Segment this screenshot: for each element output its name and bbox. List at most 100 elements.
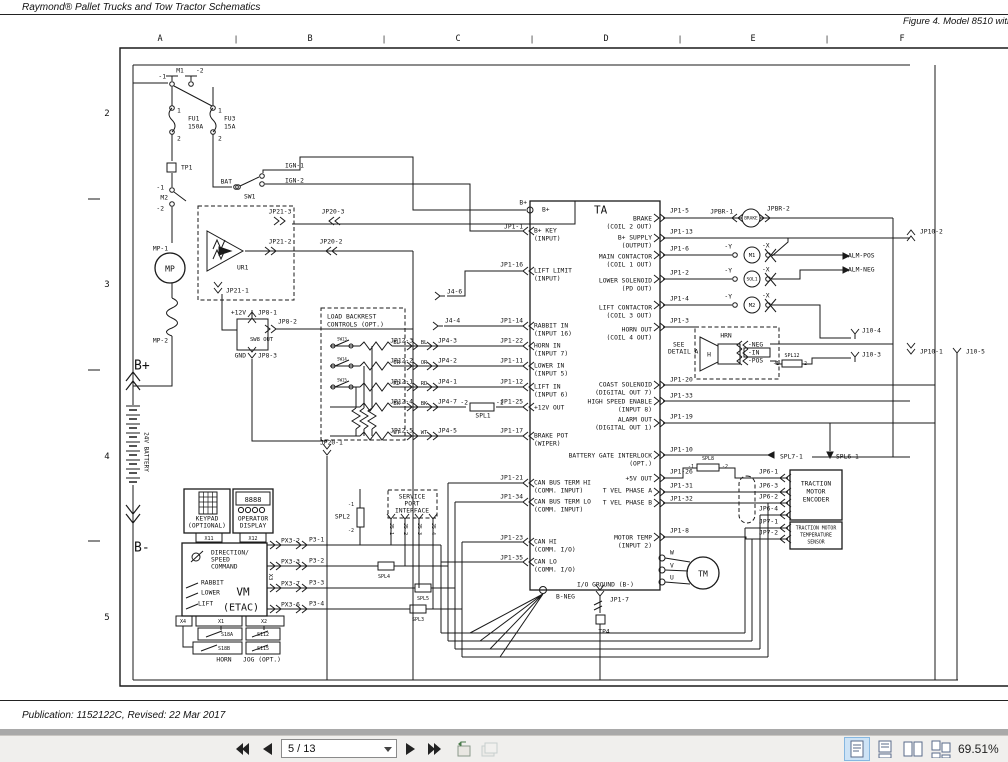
continuous-view-button[interactable] bbox=[873, 738, 897, 760]
svg-text:(COIL 4 OUT): (COIL 4 OUT) bbox=[607, 335, 653, 342]
svg-text:TP4: TP4 bbox=[598, 629, 610, 636]
last-page-button[interactable] bbox=[424, 739, 446, 759]
first-page-button[interactable] bbox=[231, 739, 253, 759]
svg-text:CAN BUS TERM LO: CAN BUS TERM LO bbox=[534, 499, 591, 506]
header-rule bbox=[0, 14, 1008, 15]
svg-text:X1: X1 bbox=[218, 619, 224, 625]
svg-text:(INPUT 5): (INPUT 5) bbox=[534, 371, 568, 378]
svg-text:JP12-5: JP12-5 bbox=[390, 428, 413, 435]
tp4-testpoint bbox=[595, 614, 606, 625]
svg-text:SW8 OUT: SW8 OUT bbox=[250, 337, 274, 343]
previous-view-button[interactable] bbox=[452, 739, 474, 759]
svg-text:JP1-8: JP1-8 bbox=[670, 528, 689, 535]
svg-text:HIGH SPEED ENABLE: HIGH SPEED ENABLE bbox=[588, 399, 653, 406]
page-number-combobox[interactable]: 5 / 13 bbox=[281, 739, 397, 758]
svg-text:M2: M2 bbox=[160, 195, 168, 202]
svg-text:JPBR-1: JPBR-1 bbox=[710, 209, 733, 216]
ta-controller-box bbox=[529, 200, 661, 591]
cable-shield bbox=[738, 475, 756, 524]
continuous-facing-view-button[interactable] bbox=[929, 738, 953, 760]
svg-text:A: A bbox=[157, 34, 162, 44]
svg-text:1: 1 bbox=[218, 108, 222, 115]
svg-text:JP1-16: JP1-16 bbox=[500, 262, 523, 269]
svg-text:PX3-6: PX3-6 bbox=[281, 602, 300, 609]
svg-text:CAN BUS TERM HI: CAN BUS TERM HI bbox=[534, 480, 591, 487]
svg-text:(COMM. I/O): (COMM. I/O) bbox=[534, 547, 576, 554]
svg-text:I/O GROUND (B-): I/O GROUND (B-) bbox=[577, 582, 634, 589]
svg-text:PX3-7: PX3-7 bbox=[281, 581, 300, 588]
svg-text:SW13: SW13 bbox=[337, 337, 347, 342]
single-page-view-button[interactable] bbox=[844, 737, 870, 761]
svg-text:JP20-2: JP20-2 bbox=[320, 239, 343, 246]
svg-text:2: 2 bbox=[804, 361, 807, 367]
svg-text:OR: OR bbox=[393, 360, 400, 366]
svg-text:IGN-2: IGN-2 bbox=[285, 178, 304, 185]
svg-text:J4-4: J4-4 bbox=[445, 318, 460, 325]
svg-text:8888: 8888 bbox=[245, 496, 262, 504]
svg-text:2: 2 bbox=[177, 136, 181, 143]
zoom-level: 69.51% bbox=[958, 742, 999, 756]
svg-text:S18B: S18B bbox=[218, 646, 230, 652]
svg-text:SERVICE: SERVICE bbox=[399, 494, 426, 501]
svg-text:2: 2 bbox=[218, 136, 222, 143]
svg-text:LIFT CONTACTOR: LIFT CONTACTOR bbox=[599, 305, 652, 312]
service-port-dashed-box bbox=[387, 489, 438, 519]
svg-text:X12: X12 bbox=[248, 536, 257, 542]
svg-text:B+ KEY: B+ KEY bbox=[534, 228, 557, 235]
svg-text:ALM-POS: ALM-POS bbox=[848, 253, 875, 260]
svg-text:|: | bbox=[530, 35, 535, 44]
next-view-button[interactable] bbox=[478, 739, 500, 759]
svg-text:(DIGITAL OUT 7): (DIGITAL OUT 7) bbox=[595, 390, 652, 397]
svg-text:JP1-21: JP1-21 bbox=[500, 475, 523, 482]
svg-text:TEMPERATURE: TEMPERATURE bbox=[800, 533, 832, 539]
svg-text:+12V OUT: +12V OUT bbox=[534, 405, 565, 412]
svg-text:JP1-34: JP1-34 bbox=[500, 494, 523, 501]
next-page-button[interactable] bbox=[400, 739, 422, 759]
horn-speaker bbox=[699, 336, 719, 372]
svg-text:SPEED: SPEED bbox=[211, 557, 230, 564]
svg-text:SPL1: SPL1 bbox=[475, 413, 490, 420]
svg-text:PX3-2: PX3-2 bbox=[281, 538, 300, 545]
svg-text:LOWER IN: LOWER IN bbox=[534, 363, 565, 370]
svg-text:MOTOR TEMP: MOTOR TEMP bbox=[614, 535, 652, 542]
svg-text:X3: X3 bbox=[267, 574, 273, 581]
svg-text:ENCODER: ENCODER bbox=[803, 497, 830, 504]
svg-text:P3-3: P3-3 bbox=[309, 580, 324, 587]
svg-text:JP1-31: JP1-31 bbox=[670, 483, 693, 490]
previous-page-button[interactable] bbox=[256, 739, 278, 759]
svg-text:IGN-1: IGN-1 bbox=[285, 163, 304, 170]
svg-text:HORN: HORN bbox=[216, 657, 231, 664]
svg-text:JP10-2: JP10-2 bbox=[920, 229, 943, 236]
svg-text:JP1-6: JP1-6 bbox=[670, 246, 689, 253]
svg-text:JP1-7: JP1-7 bbox=[610, 597, 629, 604]
svg-text:JP1-10: JP1-10 bbox=[670, 447, 693, 454]
svg-text:(INPUT 8): (INPUT 8) bbox=[618, 407, 652, 414]
svg-text:|: | bbox=[234, 35, 239, 44]
svg-text:JP4-1: JP4-1 bbox=[438, 379, 457, 386]
svg-text:CAN HI: CAN HI bbox=[534, 539, 557, 546]
svg-text:RD: RD bbox=[421, 381, 428, 387]
svg-text:TM: TM bbox=[698, 570, 708, 579]
svg-text:-1: -1 bbox=[496, 400, 504, 407]
svg-text:-1: -1 bbox=[348, 502, 354, 508]
svg-text:X4: X4 bbox=[180, 619, 186, 625]
svg-text:JOG (OPT.): JOG (OPT.) bbox=[243, 657, 281, 664]
svg-text:MP: MP bbox=[165, 265, 175, 274]
svg-text:1: 1 bbox=[177, 108, 181, 115]
svg-text:MOTOR: MOTOR bbox=[807, 489, 826, 496]
svg-text:LOAD BACKREST: LOAD BACKREST bbox=[327, 314, 376, 321]
svg-text:(INPUT): (INPUT) bbox=[534, 276, 561, 283]
svg-text:|: | bbox=[678, 35, 683, 44]
svg-text:JP4-2: JP4-2 bbox=[438, 358, 457, 365]
svg-text:2: 2 bbox=[104, 109, 109, 119]
svg-text:W: W bbox=[670, 550, 674, 557]
svg-text:M1: M1 bbox=[749, 253, 756, 259]
svg-text:(DIGITAL OUT 1): (DIGITAL OUT 1) bbox=[595, 425, 652, 432]
svg-text:LOWER SOLENOID: LOWER SOLENOID bbox=[599, 278, 652, 285]
facing-view-button[interactable] bbox=[901, 738, 925, 760]
svg-text:COAST SOLENOID: COAST SOLENOID bbox=[599, 382, 652, 389]
svg-text:-2: -2 bbox=[460, 400, 468, 407]
svg-text:HRN: HRN bbox=[720, 333, 732, 340]
svg-text:JP1-23: JP1-23 bbox=[500, 535, 523, 542]
